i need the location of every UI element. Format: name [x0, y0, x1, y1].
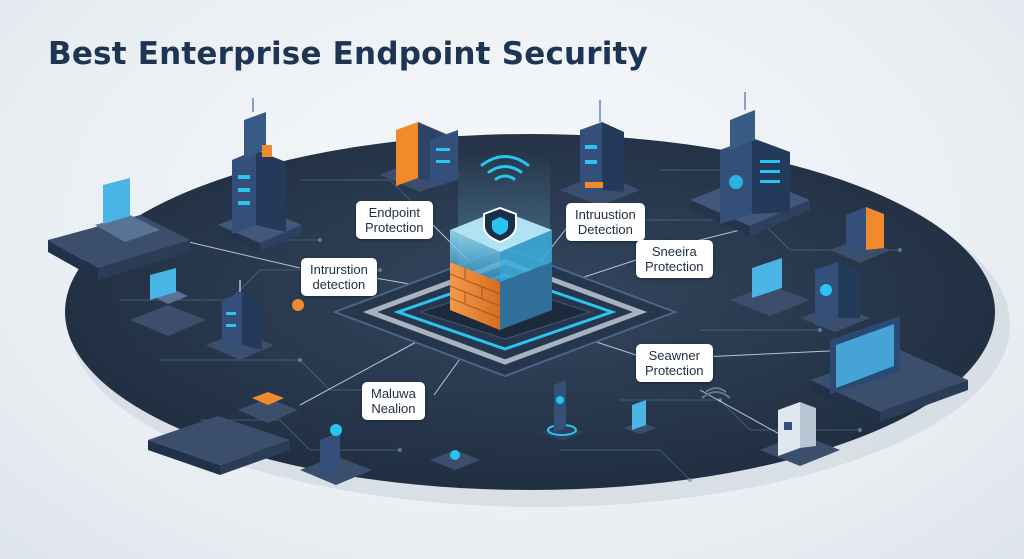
antenna-node-bottom — [540, 380, 656, 441]
wave-icon — [701, 387, 731, 399]
callout-endpoint-protection: Endpoint Protection — [356, 201, 433, 239]
wifi-icon — [480, 155, 530, 181]
status-light — [292, 299, 304, 311]
server-node-right-mid — [800, 262, 870, 332]
callout-text-line1: Sneeira — [651, 244, 697, 259]
display-node-right — [810, 316, 968, 422]
page-title: Best Enterprise Endpoint Security — [48, 36, 649, 72]
callout-text-line2: detection — [312, 277, 366, 292]
device-node-bottom-left — [148, 416, 290, 475]
callout-text-line2: Protection — [365, 220, 424, 235]
tower-node-left — [218, 98, 302, 252]
antenna-icon — [554, 380, 566, 432]
security-core — [332, 150, 678, 378]
monitor-icon — [752, 258, 782, 298]
callout-text-line2: Protection — [645, 259, 704, 274]
server-icon — [232, 98, 286, 234]
device-node-bottom — [300, 424, 480, 485]
server-node-top-right — [560, 100, 640, 206]
callout-text-line1: Maluwa — [371, 386, 416, 401]
server-node-left-lower — [206, 280, 274, 360]
server-node-top-center — [380, 122, 462, 192]
device-node-orange — [238, 392, 298, 423]
callout-intrusion-detection-left: Intrurstion detection — [301, 258, 377, 296]
callout-text-line2: Protection — [645, 363, 704, 378]
device-node-bottom-right — [760, 402, 840, 466]
callout-text-line1: Endpoint — [368, 205, 420, 220]
callout-text-line1: Intruustion — [575, 207, 636, 222]
callout-maluwa-nealion: Maluwa Nealion — [362, 382, 425, 420]
laptop-icon — [95, 178, 160, 242]
callout-sneeira-protection: Sneeira Protection — [636, 240, 713, 278]
callout-text-line2: Nealion — [371, 401, 416, 416]
server-node-left-mid — [130, 268, 206, 336]
shield-icon — [483, 206, 517, 244]
laptop-node-left — [48, 178, 190, 280]
callout-text-line1: Intrurstion — [310, 262, 368, 277]
server-node-right — [690, 92, 810, 236]
server-node-right-edge — [830, 207, 890, 263]
callout-seawner-protection: Seawner Protection — [636, 344, 713, 382]
monitor-node-right — [730, 258, 810, 316]
callout-intrusion-detection-top: Intruustion Detection — [566, 203, 645, 241]
callout-text-line2: Detection — [577, 222, 633, 237]
firewall-icon — [449, 262, 552, 330]
callout-text-line1: Seawner — [648, 348, 700, 363]
